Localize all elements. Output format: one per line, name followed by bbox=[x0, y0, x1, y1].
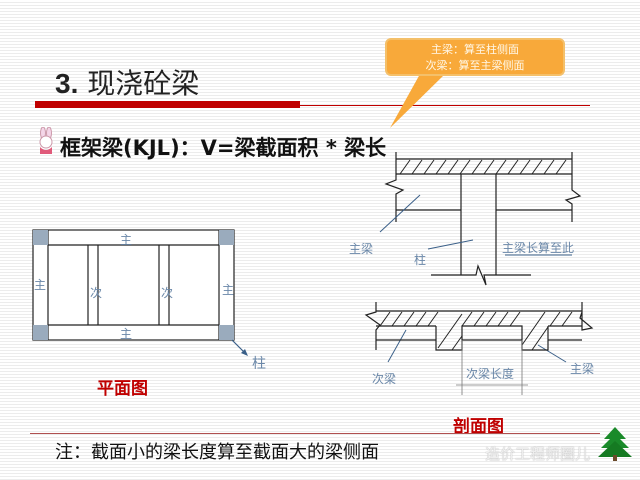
plan-label-secondary-1: 次 bbox=[90, 286, 103, 300]
section-label-secondary-beam: 次梁 bbox=[372, 372, 397, 386]
title-rule bbox=[300, 105, 590, 106]
formula-text: 框架梁(KJL)：V=梁截面积 * 梁长 bbox=[60, 136, 387, 160]
rabbit-bullet-icon bbox=[39, 127, 53, 154]
section-label-column: 柱 bbox=[414, 253, 427, 267]
callout-box: 主梁：算至柱侧面 次梁：算至主梁侧面 bbox=[385, 38, 565, 76]
tree-icon bbox=[598, 427, 632, 461]
section-label-main-beam: 主梁 bbox=[349, 242, 374, 256]
section-label-main-length: 主梁长算至此 bbox=[502, 241, 575, 255]
callout-line-1: 主梁：算至柱侧面 bbox=[431, 43, 519, 56]
plan-caption: 平面图 bbox=[97, 379, 148, 399]
section-label-main-beam-2: 主梁 bbox=[570, 362, 595, 376]
callout-line-2: 次梁：算至主梁侧面 bbox=[425, 59, 525, 72]
plan-label-main-left: 主 bbox=[34, 278, 47, 292]
section-caption: 剖面图 bbox=[453, 417, 504, 437]
plan-label-column: 柱 bbox=[252, 356, 266, 372]
watermark: 造价工程师圈儿 bbox=[485, 445, 591, 463]
slide-title: 3. 现浇砼梁 bbox=[55, 67, 200, 100]
plan-label-main-right: 主 bbox=[222, 283, 235, 297]
note-text: 注：截面小的梁长度算至截面大的梁侧面 bbox=[55, 442, 379, 463]
section-label-secondary-length: 次梁长度 bbox=[466, 367, 515, 381]
plan-label-main-bottom: 主 bbox=[120, 327, 133, 341]
bottom-rule bbox=[30, 433, 600, 434]
plan-label-main-top: 主 bbox=[120, 233, 133, 247]
column-squares bbox=[33, 230, 234, 340]
title-underline bbox=[35, 101, 300, 108]
plan-label-secondary-2: 次 bbox=[161, 286, 174, 300]
